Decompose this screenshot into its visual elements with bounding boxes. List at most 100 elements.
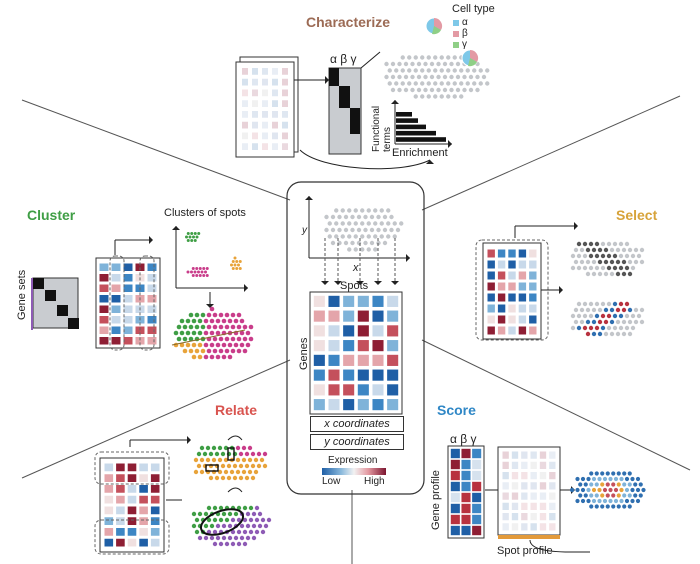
relate-highlight-top (94, 451, 170, 485)
relate-bottom-tissue-dot (230, 541, 236, 547)
cluster-magenta-dot (191, 274, 195, 277)
relate-heatmap-cell (139, 463, 148, 472)
cluster-tissue-dot (185, 318, 191, 324)
center-spot-cloud-dot (356, 240, 362, 246)
spot-profile-heatmap-cell (502, 502, 509, 510)
center-heatmap-cell (343, 295, 355, 307)
center-spot-cloud-dot (337, 214, 342, 220)
cluster-heatmap-cell (135, 337, 145, 345)
select-heatmap-cell (497, 293, 506, 302)
legend-gamma-label: γ (462, 39, 467, 50)
relate-top-tissue-dot (253, 469, 259, 475)
relate-heatmap-cell (116, 463, 125, 472)
select-top-tissue-dot (597, 247, 603, 253)
relate-top-tissue-dot (238, 475, 244, 481)
relate-bottom-tissue-dot (209, 523, 215, 529)
relate-bottom-tissue-dot (197, 511, 203, 517)
center-spot-cloud-dot (353, 234, 358, 239)
select-top-tissue-dot (591, 259, 597, 265)
spot-profile-heatmap-cell (539, 513, 547, 521)
cluster-tissue-dot (221, 318, 227, 324)
relate-bottom-tissue-dot (203, 535, 209, 541)
center-heatmap-cell (313, 369, 325, 381)
cluster-tissue-dot (191, 354, 197, 360)
cluster-tissue-dot (182, 324, 188, 330)
char-spot-cloud-dot (413, 81, 418, 86)
relate-bottom-tissue-dot (236, 505, 242, 511)
select-heatmap-cell (487, 271, 495, 280)
select-heatmap-cell (518, 282, 527, 291)
center-spot-cloud (324, 208, 404, 252)
char-spot-cloud-dot (439, 55, 444, 60)
center-spot-cloud-dot (386, 221, 391, 226)
legend-alpha-label: α (462, 17, 468, 28)
char-spot-cloud-dot (426, 55, 431, 60)
relate-top-tissue-dot (217, 457, 223, 463)
select-bottom-tissue-dot (606, 313, 612, 319)
center-heatmap-cell (328, 369, 340, 381)
relate-top-tissue-dot (208, 475, 214, 481)
select-top-tissue-dot (627, 247, 633, 253)
gene-profile-heatmap-cell (450, 470, 460, 481)
spot-profile-heatmap-cell (502, 513, 509, 521)
cluster-tissue-dot (179, 342, 185, 348)
relate-top-tissue-dot (214, 451, 220, 457)
cluster-orange-dot (237, 263, 240, 267)
char-spot-cloud-dot (446, 94, 451, 99)
char-spot-cloud-dot (426, 94, 431, 99)
char-spot-cloud-dot (384, 74, 389, 80)
char-spot-cloud-dot (413, 55, 418, 60)
cluster-tissue-dot (179, 330, 185, 336)
relate-top-tissue-dot (223, 445, 229, 451)
score-tissue-dot (619, 498, 624, 504)
y-coordinates-text: y coordinates (324, 436, 390, 448)
spot-profile-heatmap-cell (549, 482, 556, 490)
cluster-tissue-dot (218, 324, 224, 330)
center-heatmap-cell (357, 295, 369, 307)
cluster-tissue-dot (224, 312, 230, 318)
relate-heatmap-cell (127, 474, 137, 482)
center-heatmap-cell (372, 295, 384, 307)
spot-profile-heatmap (502, 451, 556, 531)
cell-type-legend-title: Cell type (452, 3, 495, 15)
select-top-tissue-dot (573, 259, 579, 265)
select-bottom-tissue-dot (639, 307, 645, 313)
cluster-orange-dot (230, 263, 233, 267)
cluster-heatmap-cell (147, 326, 157, 334)
score-tissue-dot (586, 487, 591, 493)
cluster-heatmap-cell (99, 337, 109, 345)
relate-bottom-tissue-dot (212, 505, 218, 511)
select-title: Select (616, 207, 658, 223)
cluster-tissue-dot (209, 342, 215, 348)
select-top-tissue-dot (603, 271, 609, 277)
select-heatmap-cell (508, 271, 516, 280)
cluster-tissue-dot (218, 336, 224, 342)
cluster-tissue-dot (215, 354, 221, 360)
spot-profile-heatmap-cell (530, 451, 537, 459)
select-top-tissue-dot (576, 241, 582, 247)
char-spot-cloud-dot (449, 61, 454, 67)
relate-bottom-tissue-dot (218, 505, 224, 511)
relate-top-tissue-dot (241, 445, 247, 451)
expression-legend-title: Expression (328, 455, 378, 466)
select-bottom-tissue-dot (600, 325, 606, 331)
center-spot-cloud-dot (386, 234, 391, 239)
score-tissue-dot (600, 493, 605, 498)
gene-profile-heatmap-cell (450, 525, 460, 536)
relate-bottom-tissue-dot (233, 535, 239, 541)
center-spot-cloud-dot (330, 227, 336, 233)
char-heatmap-cell (282, 78, 288, 86)
select-top-tissue-dot (600, 241, 606, 247)
score-tissue-dot (622, 504, 627, 509)
relate-heatmap-cell (127, 538, 137, 547)
cluster-magenta-dot (204, 270, 207, 274)
cluster-tissue-dot (239, 342, 245, 348)
select-top-tissue-dot (603, 247, 609, 253)
center-y-arrow (305, 196, 313, 200)
select-bottom-tissue-dot (570, 313, 576, 319)
select-top-tissue-dot (570, 253, 576, 259)
relate-heatmap-cell (150, 485, 160, 493)
spot-profile-heatmap-cell (530, 502, 537, 510)
select-bottom-tissue-dot (600, 301, 606, 307)
select-top-tissue-dot (630, 253, 636, 259)
